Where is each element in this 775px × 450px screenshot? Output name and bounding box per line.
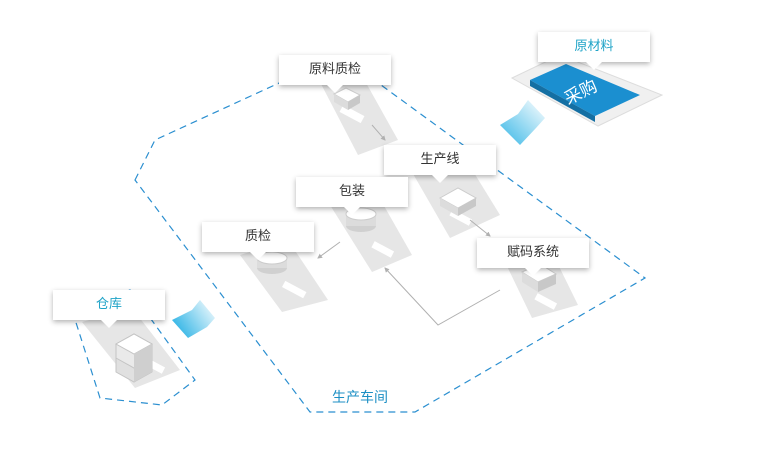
quality-check-label[interactable]: 质检 [202, 222, 314, 260]
raw-material-platform [510, 54, 664, 127]
raw-material-label[interactable]: 原材料 [538, 32, 650, 70]
packaging-label[interactable]: 包装 [296, 177, 408, 215]
connector-line-to-coding [469, 219, 491, 237]
warehouse-station [82, 308, 180, 388]
outbound-flow-arrow [172, 300, 215, 338]
production-zone-label: 生产车间 [332, 390, 388, 406]
coding-system-label[interactable]: 赋码系统 [477, 238, 589, 276]
process-connectors [317, 124, 501, 326]
production-zone-outline [134, 54, 647, 413]
connector-packaging-to-check [317, 241, 341, 259]
inbound-flow-arrow [500, 100, 545, 145]
warehouse-label[interactable]: 仓库 [53, 290, 165, 328]
connector-coding-to-packaging [384, 267, 501, 326]
raw-inspection-label[interactable]: 原料质检 [279, 55, 391, 93]
connector-inspection-to-line [371, 124, 386, 141]
production-line-label[interactable]: 生产线 [384, 145, 496, 183]
